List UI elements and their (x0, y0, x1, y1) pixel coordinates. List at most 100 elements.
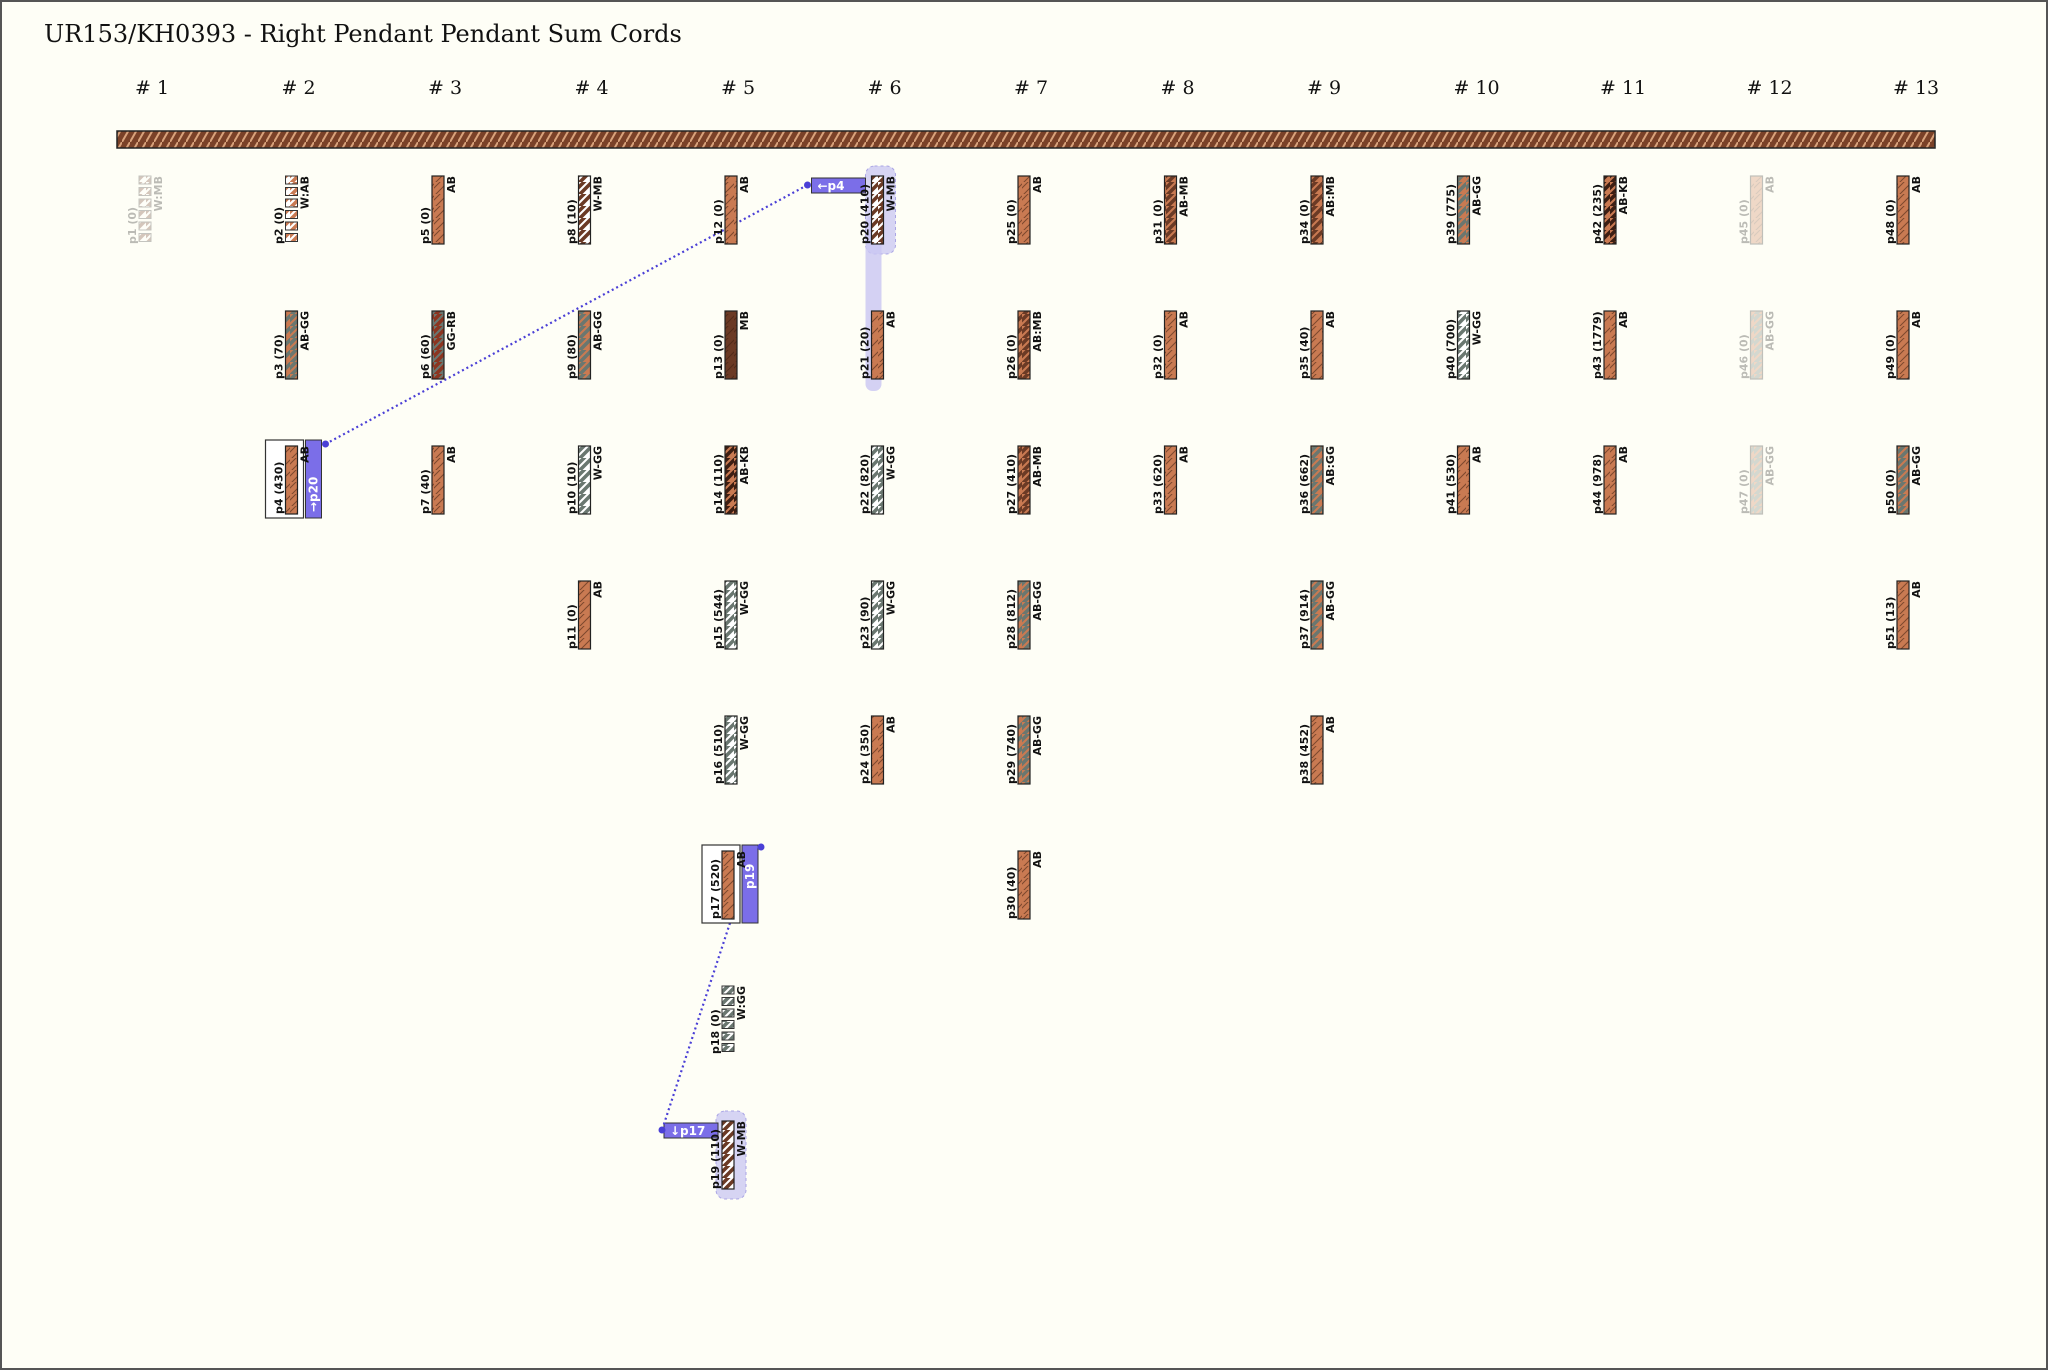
pendant-cord-p28[interactable]: p28 (812)AB-GG (1005, 580, 1044, 650)
pendant-cord-p3[interactable]: p3 (70)AB-GG (273, 310, 312, 380)
cord-body (870, 580, 885, 650)
pendant-cord-p46[interactable]: p46 (0)AB-GG (1738, 310, 1777, 380)
cord-color-label: AB-GG (1764, 446, 1777, 486)
cord-body (1310, 715, 1324, 785)
sum-link-p17-p19[interactable]: p19↓p17 (658, 843, 765, 1139)
cord-color-label: AB:GG (1324, 446, 1337, 485)
pendant-cord-p8[interactable]: p8 (10)W-MB (566, 175, 605, 245)
pendant-cord-p45[interactable]: p45 (0) AB (1738, 175, 1777, 245)
pendant-cord-p2[interactable]: p2 (0)W:AB (273, 175, 312, 244)
link-endpoint (804, 181, 811, 189)
pendant-cord-p34[interactable]: p34 (0)AB:MB (1298, 175, 1337, 245)
link-source-label: p19 (743, 864, 757, 889)
cord-body (1017, 175, 1031, 245)
cord-segment (285, 198, 298, 208)
pendant-cord-p29[interactable]: p29 (740)AB-GG (1005, 715, 1044, 785)
cord-label: p49 (0) (1884, 334, 1897, 379)
cord-label: p22 (820) (859, 454, 872, 514)
cord-segment (285, 221, 298, 231)
pendant-cord-p19[interactable]: p19 (110)W-MB (709, 1120, 748, 1190)
pendant-cord-p47[interactable]: p47 (0) AB-GG (1738, 445, 1777, 515)
cord-segment (138, 210, 152, 219)
cord-color-label: AB (1764, 176, 1777, 193)
pendant-cord-p41[interactable]: p41 (530)AB (1445, 445, 1484, 515)
cord-body (721, 850, 735, 920)
cord-label: p48 (0) (1884, 199, 1897, 244)
pendant-cord-p32[interactable]: p32 (0)AB (1152, 310, 1191, 380)
pendant-cord-p22[interactable]: p22 (820) W-GG (859, 445, 898, 515)
pendant-cord-p33[interactable]: p33 (620)AB (1152, 445, 1191, 515)
cord-label: p44 (978) (1591, 454, 1604, 514)
pendant-cord-p51[interactable]: p51 (13)AB (1884, 580, 1923, 650)
cord-segment (285, 210, 298, 219)
link-line (660, 922, 732, 1131)
pendant-cord-p35[interactable]: p35 (40)AB (1298, 310, 1337, 380)
pendant-cord-p24[interactable]: p24 (350)AB (859, 715, 898, 785)
pendant-cord-p20[interactable]: p20 (410)W-MB (859, 175, 898, 245)
pendant-cord-p17[interactable]: p17 (520)AB (701, 844, 748, 924)
cord-color-label: AB-MB (1031, 446, 1044, 487)
cord-label: p47 (0) (1738, 469, 1751, 514)
cord-body (1603, 175, 1617, 245)
pendant-cord-p12[interactable]: p12 (0)AB (712, 175, 751, 245)
cord-label: p3 (70) (273, 334, 286, 379)
pendant-cord-p21[interactable]: p21 (20)AB (859, 310, 898, 380)
cord-label: p38 (452) (1298, 724, 1311, 784)
pendant-cord-p13[interactable]: p13 (0)MB (712, 310, 751, 380)
pendant-cord-p23[interactable]: p23 (90)W-GG (859, 580, 898, 650)
cord-segment (138, 187, 152, 196)
group-header: # 1 (135, 77, 169, 99)
cord-color-label: AB (1324, 311, 1337, 328)
pendant-cord-p44[interactable]: p44 (978)AB (1591, 445, 1630, 515)
cord-body (1017, 445, 1031, 515)
cord-body (870, 445, 885, 515)
cord-label: p45 (0) (1738, 199, 1751, 244)
cord-label: p39 (775) (1445, 184, 1458, 244)
pendant-cord-p39[interactable]: p39 (775)AB-GG (1445, 175, 1484, 245)
pendant-cord-p40[interactable]: p40 (700)W-GG (1445, 310, 1484, 380)
cord-color-label: AB (885, 716, 898, 733)
pendant-cord-p43[interactable]: p43 (1779)AB (1591, 310, 1630, 380)
group-header: # 10 (1454, 77, 1500, 99)
sum-link-p4-p20[interactable]: →p20←p4 (305, 177, 866, 519)
pendant-cord-p30[interactable]: p30 (40)AB (1005, 850, 1044, 920)
pendant-cord-p18[interactable]: p18 (0)W:GG (709, 985, 748, 1054)
pendant-cord-p50[interactable]: p50 (0)AB-GG (1884, 445, 1923, 515)
pendant-cord-p15[interactable]: p15 (544)W-GG (712, 580, 751, 650)
pendant-cord-p48[interactable]: p48 (0)AB (1884, 175, 1923, 245)
pendant-cord-p16[interactable]: p16 (510)W-GG (712, 715, 751, 785)
cord-body (1896, 445, 1910, 515)
cord-color-label: AB-GG (1764, 311, 1777, 351)
pendant-cord-p37[interactable]: p37 (914)AB-GG (1298, 580, 1337, 650)
cord-color-label: AB (1031, 851, 1044, 868)
pendant-cord-p11[interactable]: p11 (0)AB (566, 580, 605, 650)
pendant-cord-p7[interactable]: p7 (40)AB (419, 445, 458, 515)
pendant-cord-p42[interactable]: p42 (235)AB-KB (1591, 175, 1630, 245)
pendant-cord-p5[interactable]: p5 (0)AB (419, 175, 458, 245)
cord-color-label: AB (1471, 446, 1484, 463)
link-endpoint (658, 1126, 666, 1134)
pendant-cord-p14[interactable]: p14 (110)AB-KB (712, 445, 751, 515)
pendant-cord-p49[interactable]: p49 (0)AB (1884, 310, 1923, 380)
cord-color-label: AB-GG (1031, 581, 1044, 621)
pendant-cord-p4[interactable]: p4 (430)AB (264, 439, 312, 519)
cord-color-label: W-GG (885, 446, 898, 480)
cord-color-label: GG-RB (445, 311, 458, 350)
pendant-cord-p9[interactable]: p9 (80)AB-GG (566, 310, 605, 380)
pendant-cord-p31[interactable]: p31 (0)AB-MB (1152, 175, 1191, 245)
pendant-cord-p6[interactable]: p6 (60)GG-RB (419, 310, 458, 380)
cord-label: p12 (0) (712, 199, 725, 244)
cord-label: p19 (110) (709, 1129, 722, 1189)
cord-color-label: W-GG (738, 581, 751, 615)
pendant-cord-p25[interactable]: p25 (0)AB (1005, 175, 1044, 245)
pendant-cord-p36[interactable]: p36 (662)AB:GG (1298, 445, 1337, 515)
cord-body (1017, 580, 1031, 650)
pendant-cord-p1[interactable]: p1 (0)W:MB (126, 175, 165, 244)
pendant-cord-p26[interactable]: p26 (0)AB:MB (1005, 310, 1044, 380)
pendant-cord-p38[interactable]: p38 (452)AB (1298, 715, 1337, 785)
pendant-cord-p27[interactable]: p27 (410)AB-MB (1005, 445, 1044, 515)
cord-segment (285, 187, 298, 196)
pendant-cord-p10[interactable]: p10 (10)W-GG (566, 445, 605, 515)
